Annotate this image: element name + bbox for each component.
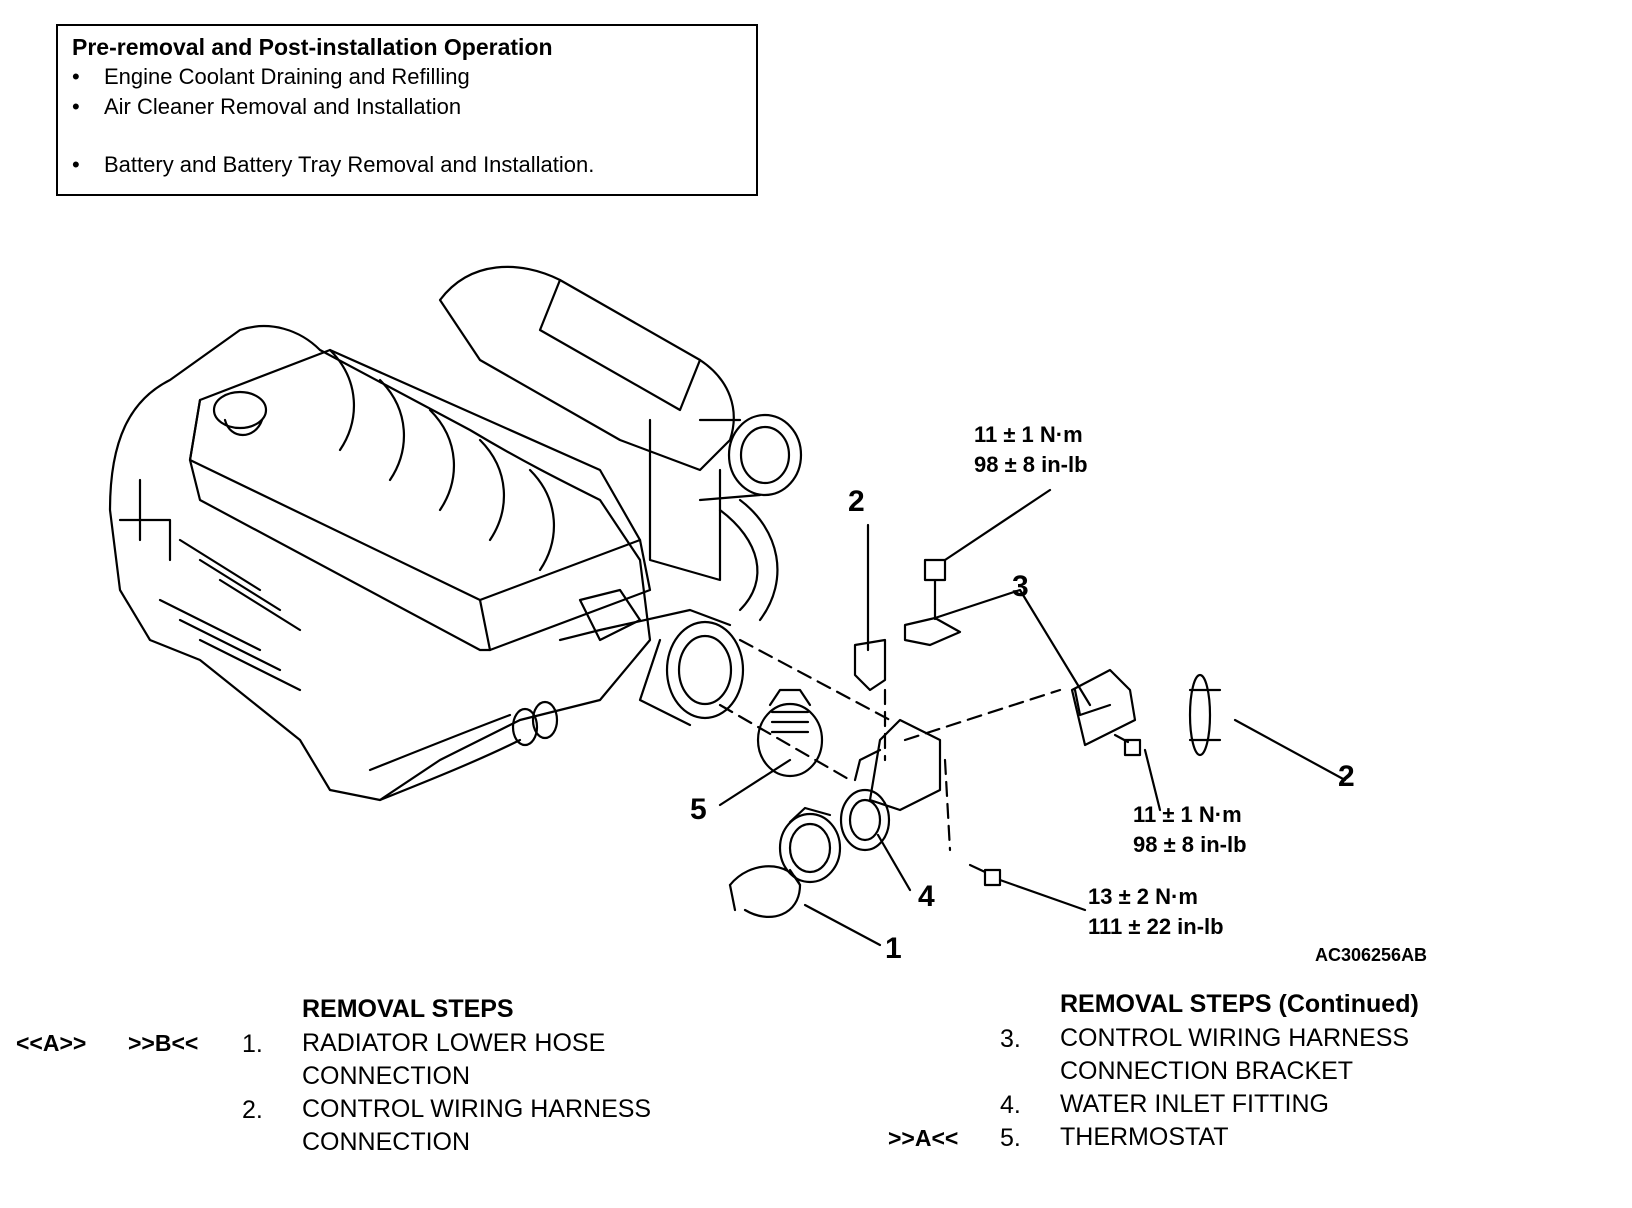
torque-inlb: 111 ± 22 in-lb <box>1088 914 1224 939</box>
step-3-number: 3. <box>1000 1025 1021 1053</box>
harness-clip-parts <box>853 638 1222 757</box>
figure-id: AC306256AB <box>1315 945 1428 965</box>
callout-4-inlet: 4 <box>918 880 935 913</box>
callout-1-hose: 1 <box>885 932 902 965</box>
step-1-number: 1. <box>242 1030 263 1058</box>
step-2-number: 2. <box>242 1096 263 1124</box>
pre-removal-item: •Engine Coolant Draining and Refilling <box>72 64 470 89</box>
step-line: WATER INLET FITTING <box>1060 1090 1329 1118</box>
torque-nm: 11 ± 1 N·m <box>974 422 1083 447</box>
removal-steps-continued-title: REMOVAL STEPS (Continued) <box>1060 990 1419 1018</box>
step-line: RADIATOR LOWER HOSE <box>302 1029 606 1057</box>
callout-2-harness: 2 <box>848 485 865 518</box>
pre-removal-item-text: Air Cleaner Removal and Installation <box>104 94 462 119</box>
step-line: CONNECTION <box>302 1062 471 1090</box>
step-line: CONNECTION <box>302 1128 471 1156</box>
torque-inlb: 98 ± 8 in-lb <box>974 452 1088 477</box>
bolt-parts <box>923 558 1142 887</box>
pre-removal-title: Pre-removal and Post-installation Operat… <box>72 34 553 60</box>
torque-spec-bracket-bolt: 11 ± 1 N·m 98 ± 8 in-lb <box>974 420 1088 480</box>
thermostat-part <box>756 688 824 778</box>
torque-nm: 13 ± 2 N·m <box>1088 884 1198 909</box>
pre-removal-box: Pre-removal and Post-installation Operat… <box>56 24 758 196</box>
bracket-part <box>903 616 1112 717</box>
step-4-number: 4. <box>1000 1091 1021 1119</box>
callout-3-bracket: 3 <box>1012 570 1029 603</box>
torque-nm: 11 ± 1 N·m <box>1133 802 1242 827</box>
pre-removal-item: •Battery and Battery Tray Removal and In… <box>72 152 595 177</box>
step-2-text: CONTROL WIRING HARNESS CONNECTION <box>302 1093 651 1159</box>
engine-drawing <box>108 265 803 802</box>
leader-lines <box>718 488 1347 947</box>
step-5-number: 5. <box>1000 1124 1021 1152</box>
torque-spec-clip-bolt: 11 ± 1 N·m 98 ± 8 in-lb <box>1133 800 1247 860</box>
engine-exploded-diagram <box>108 265 1347 947</box>
callout-5-thermostat: 5 <box>690 793 707 826</box>
water-inlet-fitting-part <box>839 718 942 852</box>
torque-spec-inlet-bolt: 13 ± 2 N·m 111 ± 22 in-lb <box>1088 882 1224 942</box>
step-1-text: RADIATOR LOWER HOSE CONNECTION <box>302 1027 605 1093</box>
pre-removal-item-text: Battery and Battery Tray Removal and Ins… <box>104 152 595 177</box>
torque-inlb: 98 ± 8 in-lb <box>1133 832 1247 857</box>
pre-removal-item-text: Engine Coolant Draining and Refilling <box>104 64 470 89</box>
step-1-ref-b: >>B<< <box>128 1030 199 1056</box>
step-5-ref: >>A<< <box>888 1125 959 1151</box>
step-4-text: WATER INLET FITTING <box>1060 1088 1329 1121</box>
step-1-ref-a: <<A>> <box>16 1030 87 1056</box>
step-5-text: THERMOSTAT <box>1060 1121 1229 1154</box>
step-line: CONTROL WIRING HARNESS <box>302 1095 652 1123</box>
step-line: THERMOSTAT <box>1060 1123 1229 1151</box>
radiator-hose-end-part <box>728 865 802 918</box>
step-3-text: CONTROL WIRING HARNESS CONNECTION BRACKE… <box>1060 1022 1409 1088</box>
assembly-dash-lines <box>718 603 1062 852</box>
step-line: CONTROL WIRING HARNESS <box>1060 1024 1410 1052</box>
removal-steps-title: REMOVAL STEPS <box>302 995 514 1023</box>
step-line: CONNECTION BRACKET <box>1060 1057 1354 1085</box>
pre-removal-item: •Air Cleaner Removal and Installation <box>72 94 462 119</box>
hose-clamp-part <box>778 806 842 884</box>
callout-2-harness-right: 2 <box>1338 760 1355 793</box>
